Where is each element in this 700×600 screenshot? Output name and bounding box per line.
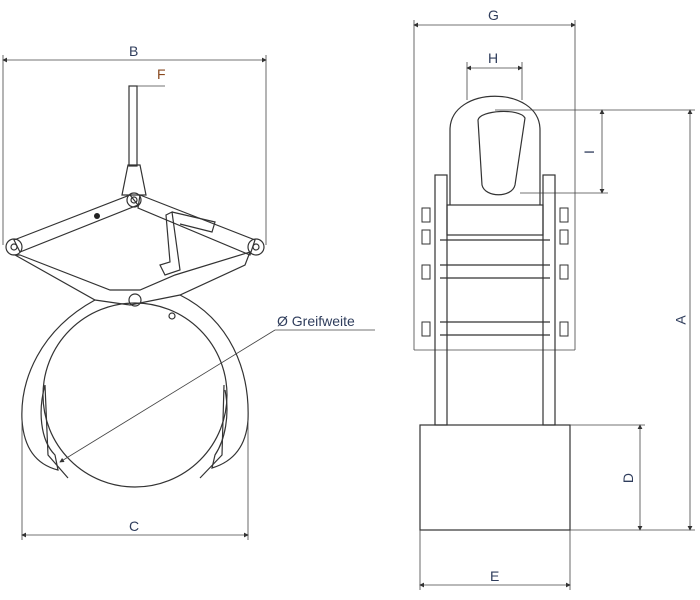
- label-greifweite: Ø Greifweite: [277, 313, 355, 329]
- label-h: H: [488, 50, 499, 66]
- label-b: B: [129, 43, 139, 59]
- label-a: A: [672, 315, 689, 325]
- label-c: C: [129, 518, 140, 534]
- label-g: G: [488, 7, 499, 23]
- label-d: D: [620, 472, 637, 484]
- label-i: I: [580, 150, 597, 154]
- side-view-clamp: [413, 20, 695, 590]
- label-f: F: [157, 66, 166, 82]
- dimension-greifweite: [59, 329, 276, 463]
- front-view-clamp: [2, 55, 375, 540]
- pipe-section: [419, 424, 571, 531]
- label-e: E: [490, 568, 500, 584]
